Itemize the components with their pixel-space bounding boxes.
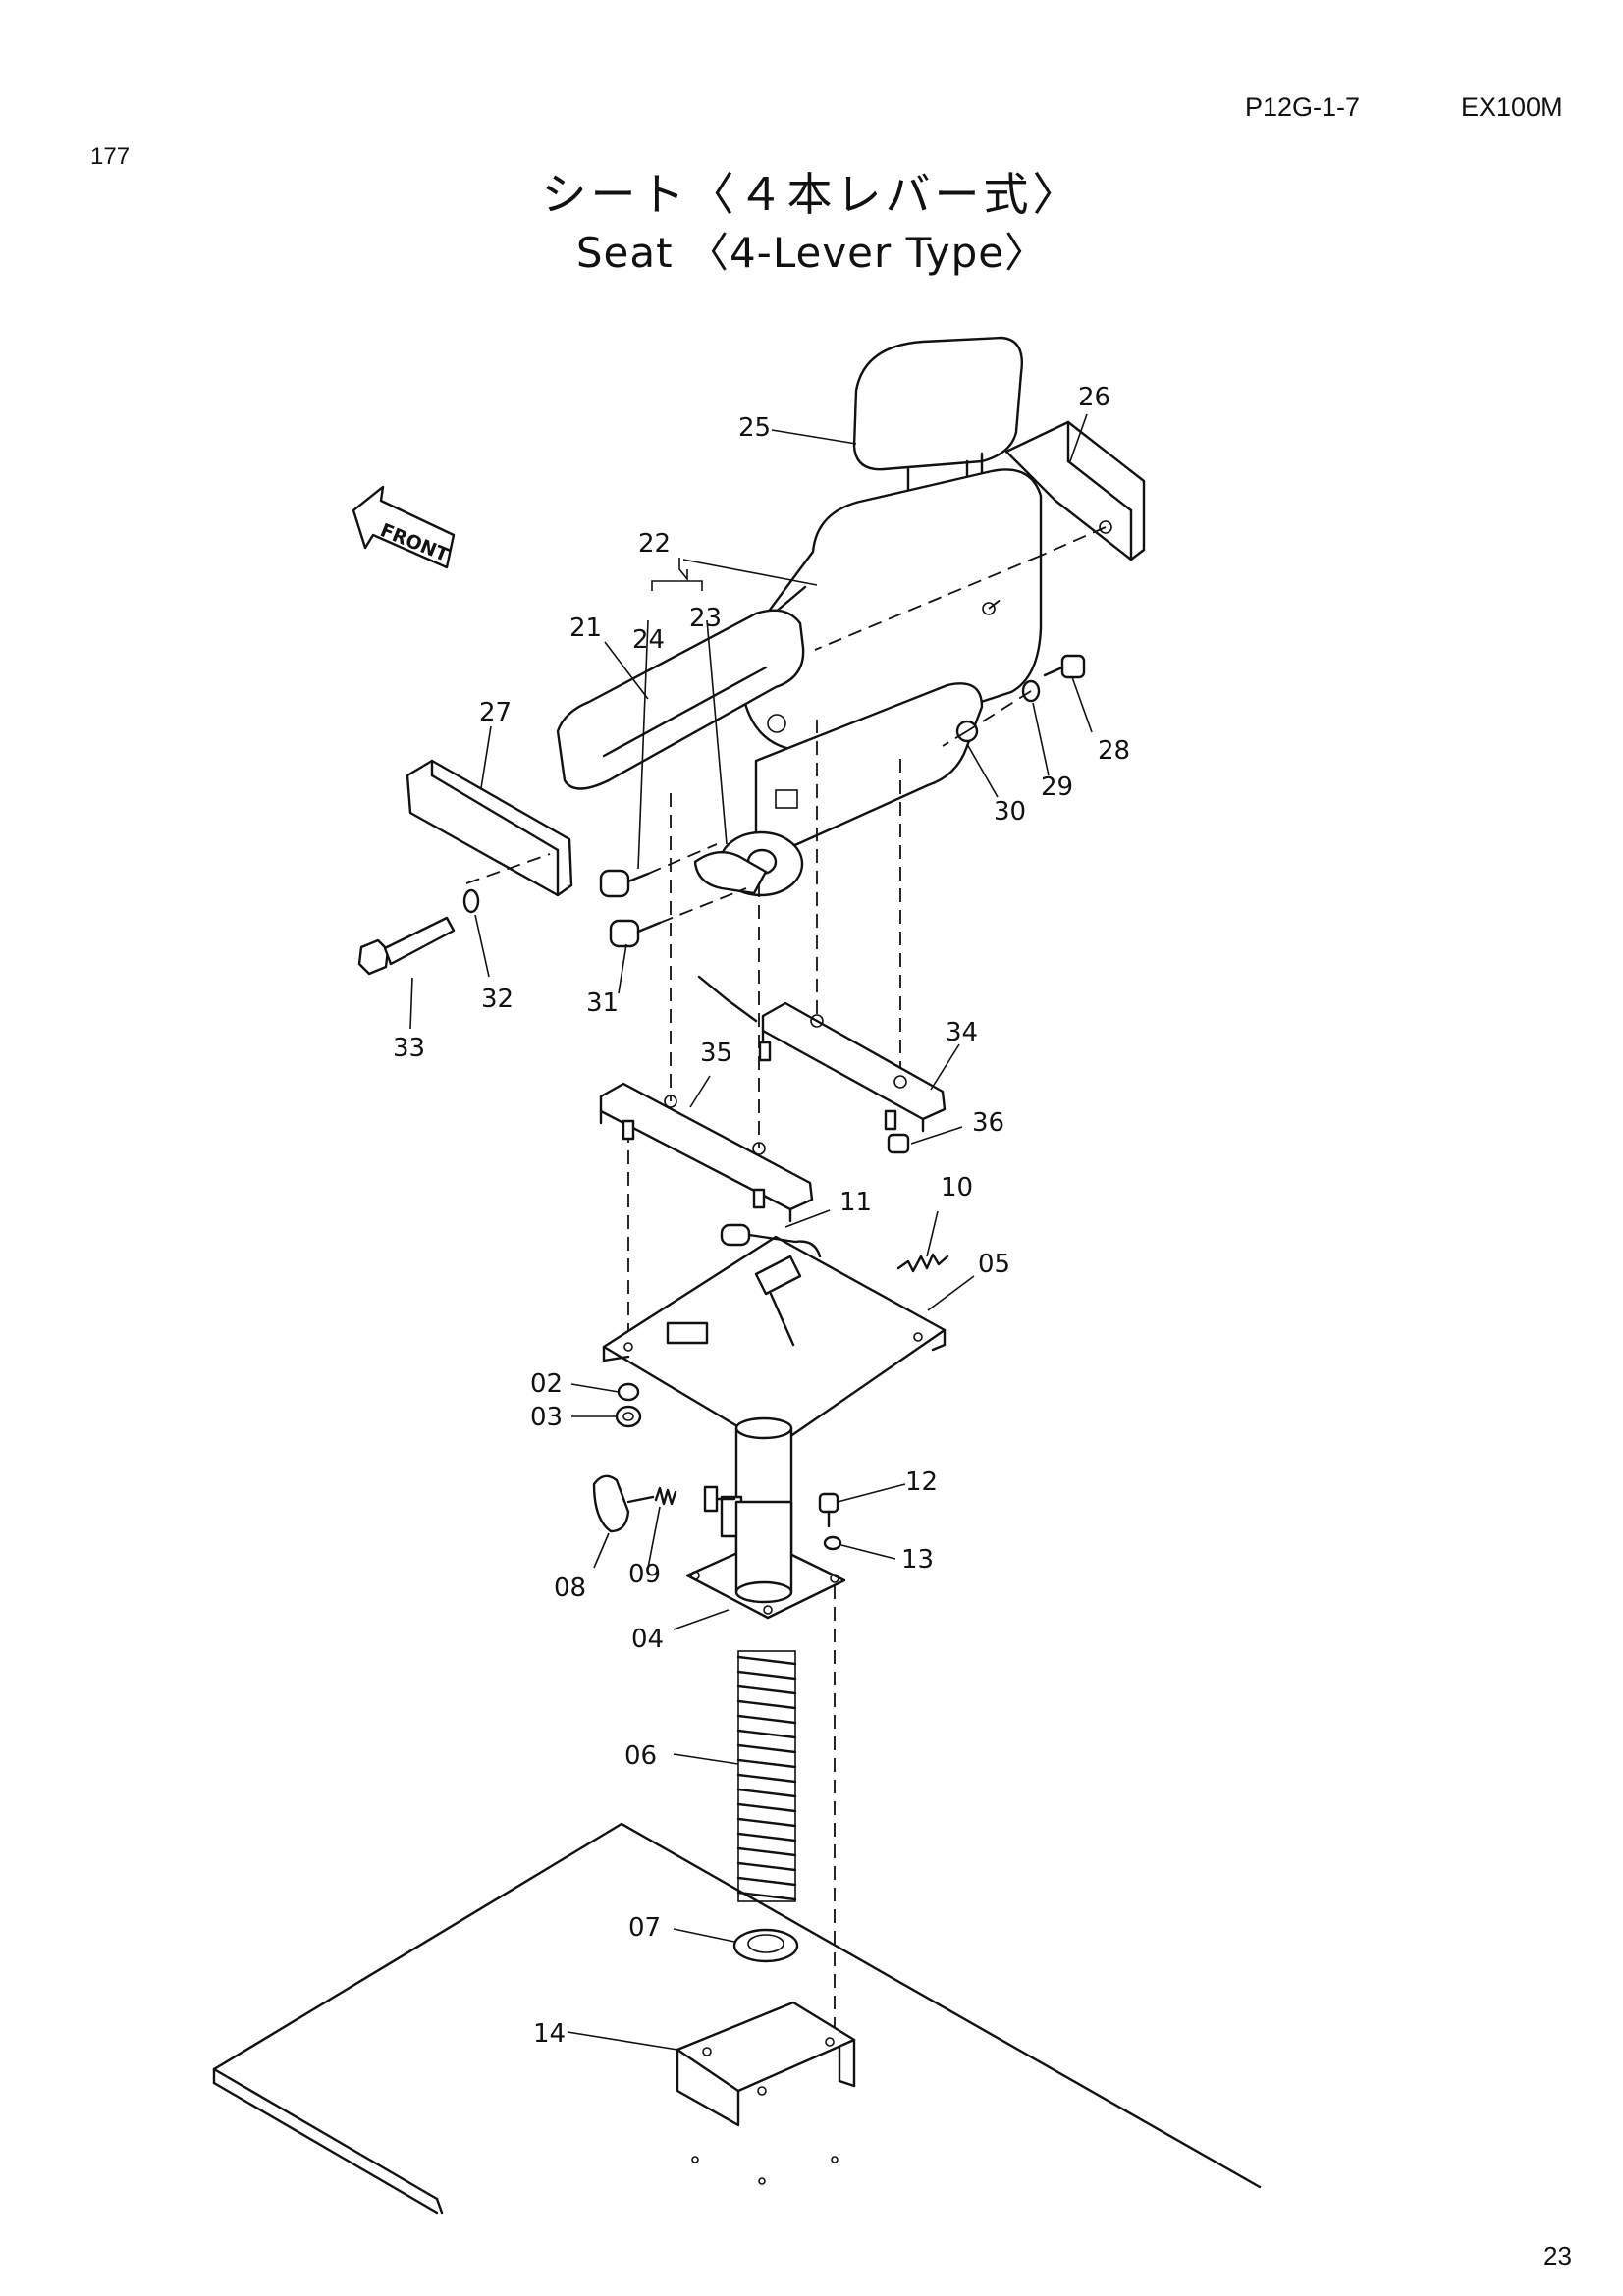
reference-number: 177 [90,143,131,170]
label-08: 08 [554,1574,586,1603]
seat-cushion [556,609,984,897]
bolt-28 [1043,654,1086,679]
bolt-31 [609,919,662,948]
label-14: 14 [533,2019,566,2049]
washer-13 [823,1535,842,1551]
label-21: 21 [569,614,602,643]
label-24: 24 [632,625,665,655]
bolt-09b [703,1485,736,1513]
label-13: 13 [901,1545,934,1575]
spring-09 [654,1486,677,1506]
label-06: 06 [624,1741,657,1771]
bolt-33 [357,916,456,976]
page-code: P12G-1-7 [1245,92,1361,122]
label-26: 26 [1078,383,1110,412]
bolt-12 [818,1492,839,1528]
label-29: 29 [1041,773,1073,802]
label-35: 35 [700,1039,732,1068]
spring-10 [896,1253,949,1273]
armrest-right [1004,420,1146,561]
label-04: 04 [631,1625,664,1654]
label-09: 09 [628,1560,661,1589]
label-30: 30 [994,797,1026,827]
label-36: 36 [972,1108,1004,1138]
label-25: 25 [738,413,771,443]
label-33: 33 [393,1034,425,1063]
adjust-knob [592,1474,655,1533]
spring-seat [732,1928,799,1963]
headrest [852,336,1023,514]
seat-rail-34 [697,975,947,1133]
label-27: 27 [479,698,512,727]
washer-02 [617,1382,640,1402]
label-34: 34 [946,1018,978,1047]
label-31: 31 [586,988,619,1018]
label-28: 28 [1098,736,1130,766]
base-plate [685,1500,846,1620]
seat-rail-35 [599,1082,814,1223]
leader-lines [409,413,1093,2051]
front-arrow-icon: FRONT [352,485,456,569]
label-03: 03 [530,1403,563,1432]
label-02: 02 [530,1369,563,1399]
title-english: Seat 〈4-Lever Type〉 [575,229,1048,277]
label-05: 05 [978,1250,1010,1279]
coil-spring [736,1650,797,1902]
nut-03 [615,1405,642,1428]
title-japanese: シート〈４本レバー式〉 [541,168,1082,221]
model-code: EX100M [1461,92,1563,122]
label-10: 10 [941,1173,973,1202]
label-32: 32 [481,985,514,1014]
label-23: 23 [689,604,722,633]
label-12: 12 [905,1468,938,1497]
bolt-24 [599,869,650,898]
recliner-lever [693,850,768,895]
floor-bracket [676,2001,856,2185]
label-22: 22 [638,529,671,559]
slide-lever [720,1223,822,1258]
slider-plate [602,1235,947,1463]
label-07: 07 [628,1913,661,1943]
part-labels: 25 26 22 21 24 23 27 28 29 30 32 31 33 3… [393,383,1130,2049]
label-11: 11 [839,1188,872,1217]
floor-plane [212,1822,1262,2215]
assembly-guide-lines [465,526,1107,2050]
nut-36 [887,1133,910,1154]
washer-32 [462,888,480,914]
page-number: 23 [1543,2241,1572,2270]
